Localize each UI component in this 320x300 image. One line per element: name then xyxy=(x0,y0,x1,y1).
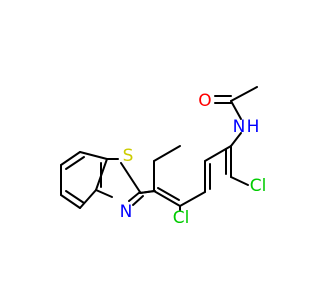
bonds xyxy=(60,86,258,211)
benzo-bond-4-inner xyxy=(65,190,85,204)
chlorine-top-bond xyxy=(230,176,249,186)
ring-bond-4-inner xyxy=(157,187,180,201)
amide-hydrogen-label: H xyxy=(247,117,260,137)
benzo-bond-2 xyxy=(60,151,81,166)
molecule-structure-diagram: O N H S N Cl Cl xyxy=(0,0,300,300)
thiazole-n-c3a-bond xyxy=(95,189,113,198)
background xyxy=(0,0,300,300)
ring-bond-6 xyxy=(153,145,181,162)
atom-labels: O N H S N Cl Cl xyxy=(120,91,267,228)
nitrogen-ring-bond xyxy=(230,132,242,147)
ring-bond-4 xyxy=(153,190,181,207)
thiazole-nitrogen-label: N xyxy=(120,202,133,222)
benzo-bond-5 xyxy=(79,189,97,209)
thiazole-c2-n-bond xyxy=(128,191,141,202)
chlorine-bottom-label: Cl xyxy=(173,208,190,228)
benzo-bond-1 xyxy=(79,151,108,160)
oxygen-label: O xyxy=(198,91,211,111)
thiazole-c2-s-bond xyxy=(120,162,141,193)
amide-nitrogen-label: N xyxy=(233,117,246,137)
methyl-carbonyl-bond xyxy=(230,86,258,102)
thiazole-c2-link xyxy=(139,190,156,194)
thiazole-c2-n-bond-inner xyxy=(132,195,144,206)
sulfur-label: S xyxy=(123,146,134,166)
ring-bond-3 xyxy=(179,191,206,207)
carbonyl-nitrogen-bond xyxy=(230,100,242,120)
benzo-bond-4 xyxy=(60,194,81,209)
chlorine-top-label: Cl xyxy=(250,176,267,196)
benzo-bond-2-inner xyxy=(65,156,85,170)
